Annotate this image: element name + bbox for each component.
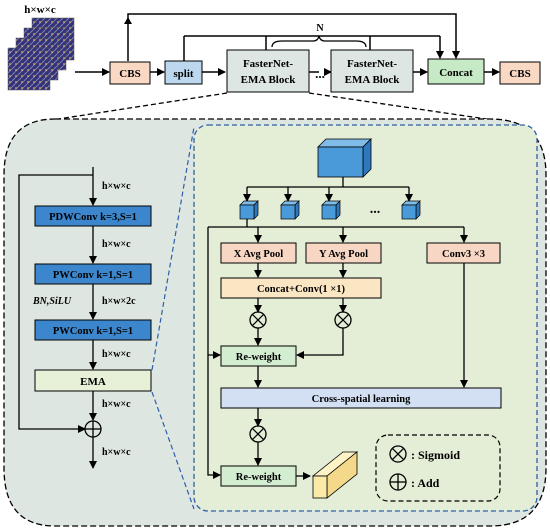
block-ellipsis: ... [315,66,325,81]
svg-text:Concat+Conv(1 ×1): Concat+Conv(1 ×1) [257,284,346,295]
dims-in-label: h×w×c [102,181,131,192]
bn-silu-label: BN,SiLU [32,296,72,307]
fasternet-ema-block-2: FasterNet- EMA Block [330,49,414,93]
group-cube-1 [239,200,259,220]
group-cube-2 [280,200,300,220]
svg-text:FasterNet-: FasterNet- [243,58,293,70]
ema-detail-panel [193,124,538,512]
input-dims-label: h×w×c [24,4,56,16]
svg-text:Cross-spatial learning: Cross-spatial learning [312,394,411,405]
input-tensor-cube [317,138,372,178]
svg-text:EMA Block: EMA Block [345,74,401,86]
group-ellipsis: ... [370,202,381,217]
svg-text:FasterNet-: FasterNet- [347,58,397,70]
svg-text:EMA Block: EMA Block [241,74,297,86]
concat-box: Concat [427,58,485,85]
svg-text:CBS: CBS [119,68,140,80]
dims-out-label: h×w×c [102,447,131,458]
fasternet-detail: h×w×c PDWConv k=3,S=1 h×w×c PWConv k=1,S… [18,167,152,469]
dims-b-label: h×w×2c [102,296,136,307]
ema-detail: ... X Avg Pool Y Avg Pool Conv3 ×3 Conca… [207,138,502,502]
svg-text:Re-weight: Re-weight [236,352,282,363]
dims-a-label: h×w×c [102,239,131,250]
output-tensor-cube [311,451,359,499]
group-cube-3 [321,200,341,220]
svg-text:Re-weight: Re-weight [236,472,282,483]
cbs-box-right: CBS [499,61,541,85]
svg-text:Y Avg Pool: Y Avg Pool [319,249,368,260]
repeat-count-label: N [316,23,324,34]
legend-add-icon [389,473,407,491]
fasternet-ema-block-1: FasterNet- EMA Block [226,49,310,93]
dims-d-label: h×w×c [102,399,131,410]
svg-text:PWConv k=1,S=1: PWConv k=1,S=1 [53,326,133,337]
input-feature-maps [7,17,75,91]
svg-text:EMA: EMA [80,376,106,388]
add-icon [84,420,102,438]
svg-text:split: split [173,68,194,80]
concat-conv-box [220,277,382,299]
svg-text:Conv3 ×3: Conv3 ×3 [442,249,485,260]
svg-text:X Avg Pool: X Avg Pool [234,249,283,260]
svg-text:PWConv k=1,S=1: PWConv k=1,S=1 [53,270,133,281]
legend-sigmoid-icon [389,445,407,463]
svg-text:CBS: CBS [509,68,530,80]
split-box: split [164,60,203,85]
legend-sigmoid-label: : Sigmoid [411,448,460,462]
svg-text:PDWConv k=3,S=1: PDWConv k=3,S=1 [49,212,137,223]
legend-add-label: : Add [411,476,440,490]
dims-c-label: h×w×c [102,349,131,360]
cross-spatial-learning-box [220,387,502,409]
svg-text:Concat: Concat [439,67,473,79]
legend-box [375,434,501,502]
cbs-box-left: CBS [109,61,151,85]
group-cube-4 [401,200,421,220]
